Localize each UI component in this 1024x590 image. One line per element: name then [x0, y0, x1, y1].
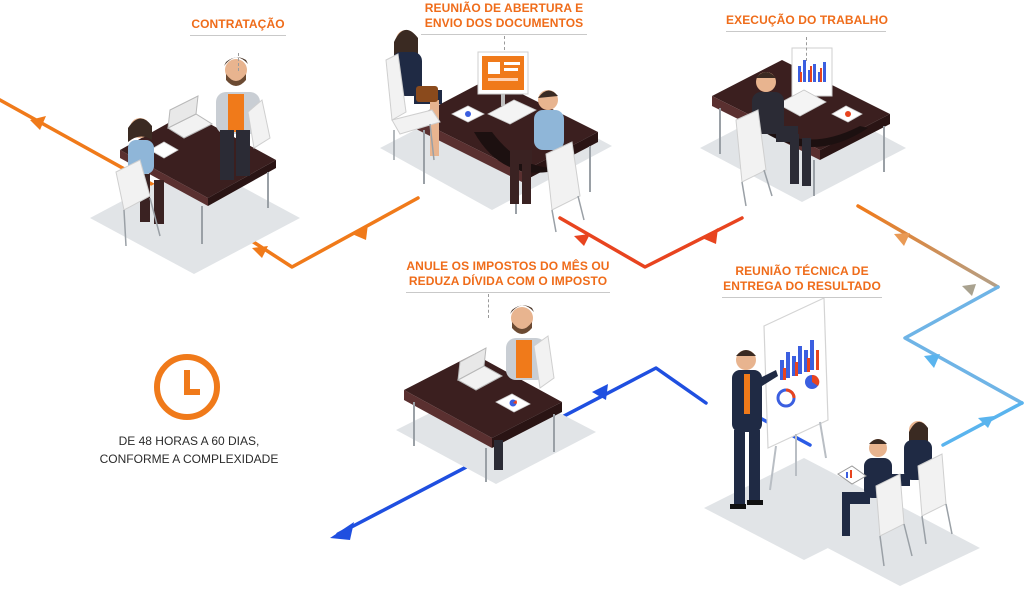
arrow-icon	[894, 233, 910, 246]
label-leader-line	[238, 53, 239, 71]
chair-icon	[533, 335, 555, 389]
station-execucao	[700, 47, 906, 207]
duration-line-1: DE 48 HORAS A 60 DIAS,	[118, 434, 260, 448]
label-underline	[726, 31, 886, 32]
step-label-line: ENTREGA DO RESULTADO	[723, 279, 881, 293]
station-contratacao	[90, 57, 300, 274]
chair-icon	[545, 141, 581, 211]
step-label-line: EXECUÇÃO DO TRABALHO	[726, 13, 889, 27]
floor-shadow	[90, 162, 300, 274]
path-segment-3	[856, 204, 1000, 289]
arrow-head-end-icon	[330, 522, 354, 540]
person-icon	[730, 350, 778, 509]
person-icon	[494, 305, 546, 470]
path-segment-7	[336, 366, 708, 536]
person-icon	[837, 439, 892, 536]
monitor-icon	[477, 51, 529, 106]
step-label-line: ENVIO DOS DOCUMENTOS	[424, 16, 584, 30]
arrow-icon	[252, 246, 268, 258]
person-icon	[216, 57, 260, 180]
label-underline	[722, 297, 882, 298]
step-label-reuniao-tecnica: REUNIÃO TÉCNICA DE ENTREGA DO RESULTADO	[722, 264, 882, 298]
path-segment-4	[903, 285, 1024, 405]
arrow-icon	[924, 354, 940, 368]
label-underline	[406, 292, 610, 293]
station-reuniao-tecnica	[704, 297, 980, 586]
label-leader-line	[487, 294, 489, 318]
path-segment-5	[941, 401, 1024, 447]
step-label-line: ANULE OS IMPOSTOS DO MÊS OU	[406, 259, 610, 273]
duration-text: DE 48 HORAS A 60 DIAS, CONFORME A COMPLE…	[82, 432, 296, 468]
clock-icon	[154, 354, 220, 420]
step-label-execucao: EXECUÇÃO DO TRABALHO	[726, 13, 889, 61]
step-label-line: REUNIÃO TÉCNICA DE	[735, 264, 869, 278]
arrow-icon	[962, 284, 976, 296]
desk-icon	[404, 354, 562, 438]
label-leader-line	[504, 36, 505, 50]
arrow-icon	[702, 228, 718, 244]
person-icon	[510, 90, 564, 204]
step-label-contratacao: CONTRATAÇÃO	[190, 17, 286, 71]
step-label-reuniao-abertura: REUNIÃO DE ABERTURA E ENVIO DOS DOCUMENT…	[421, 1, 587, 50]
step-label-line: CONTRATAÇÃO	[191, 17, 285, 31]
arrow-icon	[592, 384, 608, 400]
chair-icon	[385, 53, 441, 135]
desk-icon	[120, 112, 276, 198]
chair-icon	[875, 453, 947, 537]
label-underline	[190, 35, 286, 36]
arrow-markers	[30, 116, 994, 540]
floor-shadow	[820, 506, 980, 586]
station-reuniao-abertura	[380, 29, 612, 233]
step-label-line: REDUZA DÍVIDA COM O IMPOSTO	[408, 274, 608, 288]
chair-icon	[115, 99, 271, 211]
arrow-icon	[574, 234, 590, 246]
chair-icon	[735, 109, 767, 183]
label-underline	[421, 34, 587, 35]
label-leader-line	[806, 37, 807, 61]
arrow-icon	[30, 116, 46, 130]
station-impostos	[396, 305, 596, 484]
step-label-line: REUNIÃO DE ABERTURA E	[424, 1, 584, 15]
duration-line-2: CONFORME A COMPLEXIDADE	[99, 452, 279, 466]
flipchart-icon	[763, 297, 829, 491]
step-label-impostos: ANULE OS IMPOSTOS DO MÊS OU REDUZA DÍVID…	[406, 259, 610, 318]
arrow-icon	[352, 224, 368, 240]
arrow-icon	[978, 416, 994, 428]
monitor-icon	[791, 47, 833, 97]
